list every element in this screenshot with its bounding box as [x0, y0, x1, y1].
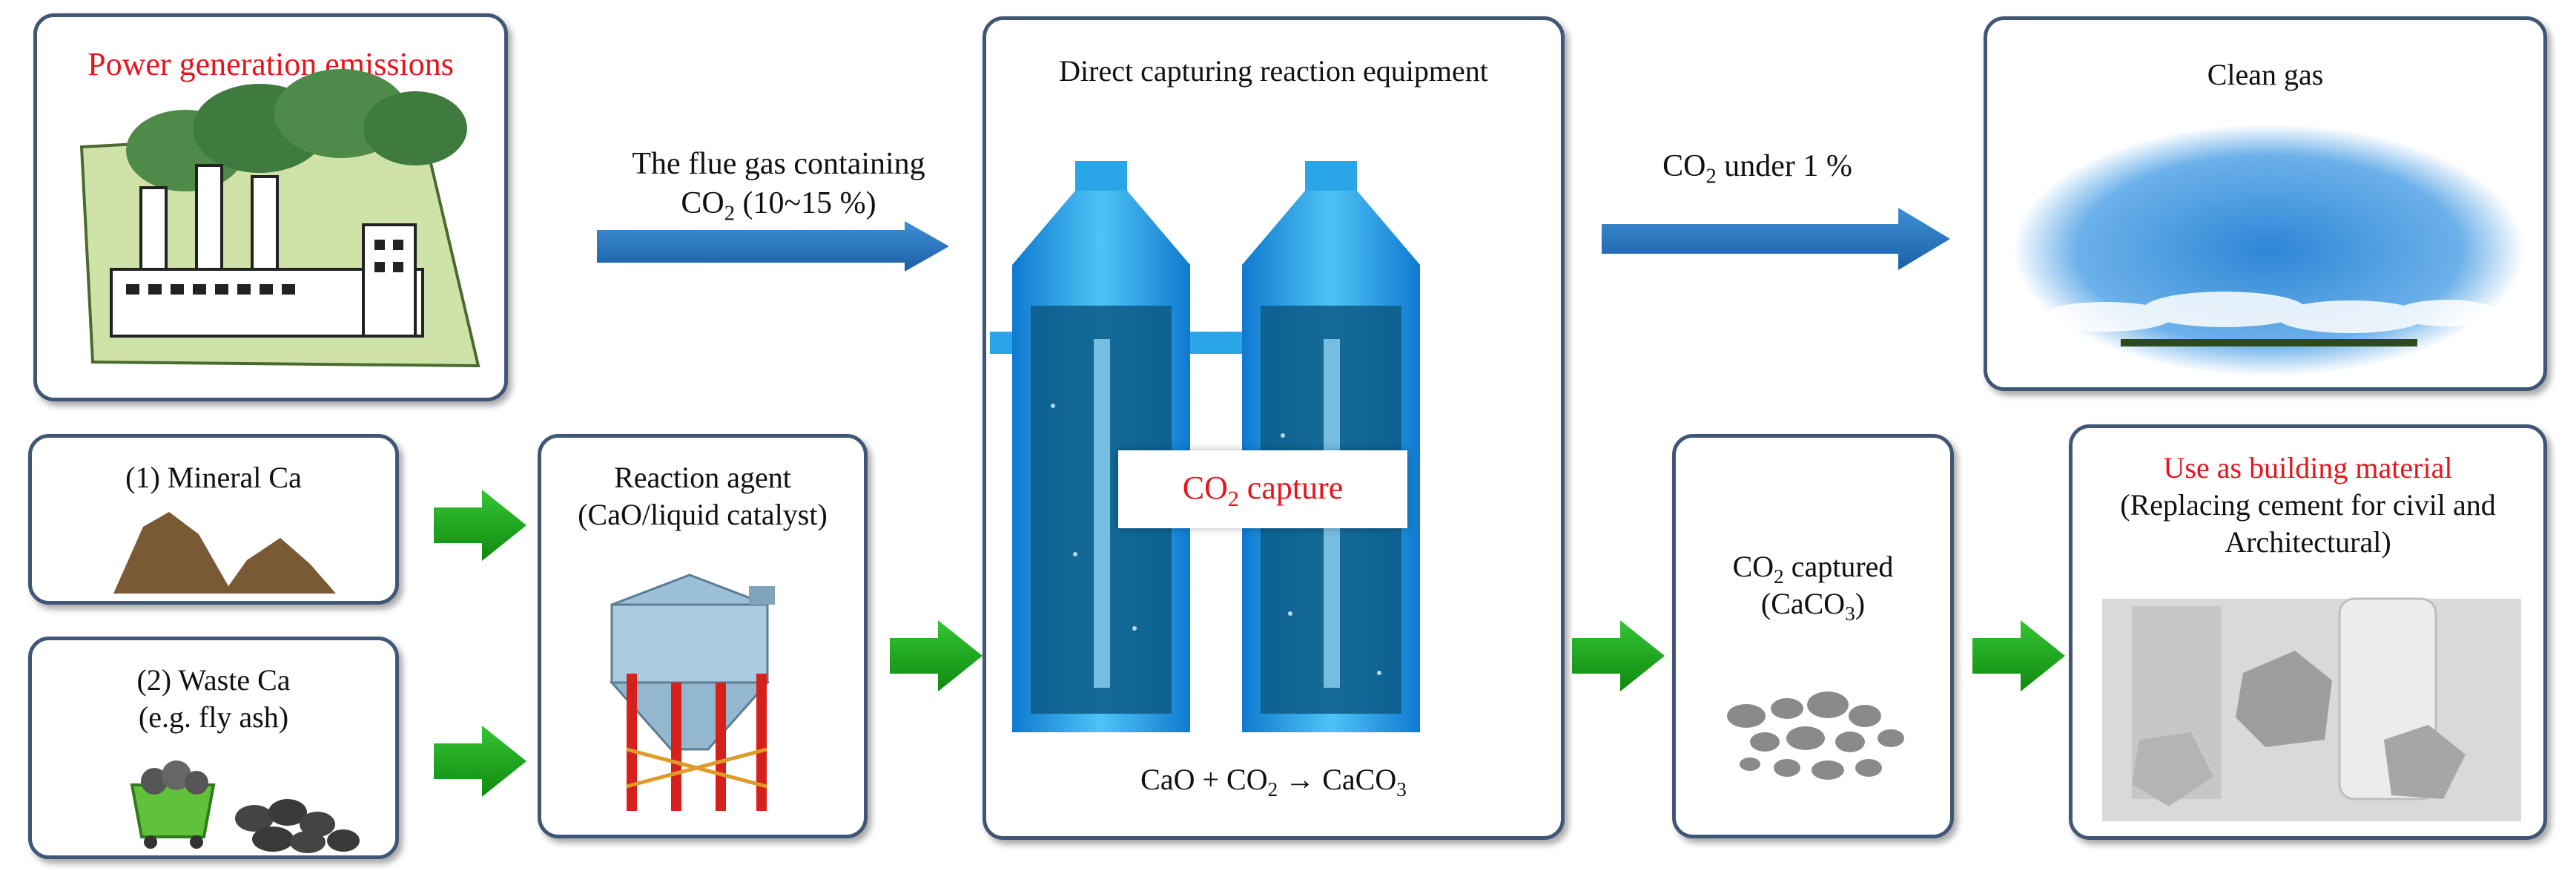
reactor-title: Direct capturing reaction equipment — [1059, 54, 1488, 88]
flue-gas-arrow — [597, 221, 949, 272]
co2-captured-line1: CO2 captured — [1732, 550, 1894, 588]
mineral-ca-title: (1) Mineral Ca — [125, 461, 302, 494]
building-material-line3: Architectural) — [2225, 525, 2391, 559]
factory-icon — [79, 69, 480, 368]
clean-gas-label: CO2 under 1 % — [1662, 149, 1852, 188]
reaction-agent-box: Reaction agent (CaO/liquid catalyst) — [538, 434, 868, 838]
mineral-ca-box: (1) Mineral Ca — [28, 434, 399, 605]
fly-ash-icon — [130, 760, 360, 853]
reactor-box: Direct capturing reaction equipment CO2 … — [982, 16, 1565, 840]
co2-capture-banner: CO2 capture — [1118, 450, 1407, 528]
co2-capture-text: CO2 capture — [1182, 470, 1344, 511]
reaction-equation: CaO + CO2 → CaCO3 — [1140, 763, 1407, 801]
building-material-title: Use as building material — [2163, 451, 2453, 484]
sky-icon — [2013, 124, 2525, 376]
power-generation-title: Power generation emissions — [87, 46, 454, 82]
reactor-to-captured-arrow — [1572, 620, 1665, 691]
co2-captured-line2: (CaCO3) — [1760, 587, 1866, 625]
reaction-agent-line2: (CaO/liquid catalyst) — [578, 498, 828, 531]
co2-captured-box: CO2 captured (CaCO3) — [1672, 434, 1954, 838]
mountain-icon — [113, 512, 336, 594]
waste-ca-box: (2) Waste Ca (e.g. fly ash) — [28, 637, 399, 859]
concrete-samples-icon — [2102, 597, 2521, 821]
flue-gas-line1: The flue gas containing — [632, 147, 925, 181]
building-material-line2: (Replacing cement for civil and — [2120, 488, 2496, 522]
reactor-tanks-icon — [990, 161, 1420, 732]
mineral-to-agent-arrow — [434, 490, 526, 561]
agent-to-reactor-arrow — [890, 620, 982, 691]
power-generation-box: Power generation emissions — [33, 13, 508, 401]
clean-gas-arrow — [1602, 208, 1950, 270]
silo-tank-icon — [609, 573, 775, 811]
waste-ca-line1: (2) Waste Ca — [136, 663, 291, 697]
waste-to-agent-arrow — [434, 726, 526, 797]
flue-gas-line2: CO2 (10~15 %) — [681, 185, 876, 225]
clean-gas-title: Clean gas — [2207, 58, 2324, 91]
building-material-box: Use as building material (Replacing ceme… — [2069, 424, 2547, 840]
reaction-agent-line1: Reaction agent — [614, 461, 791, 494]
flue-gas-label: The flue gas containing CO2 (10~15 %) — [586, 145, 971, 225]
caco3-pebbles-icon — [1727, 691, 1904, 780]
captured-to-building-arrow — [1972, 620, 2065, 691]
clean-gas-box: Clean gas — [1984, 16, 2547, 391]
waste-ca-line2: (e.g. fly ash) — [138, 700, 289, 734]
